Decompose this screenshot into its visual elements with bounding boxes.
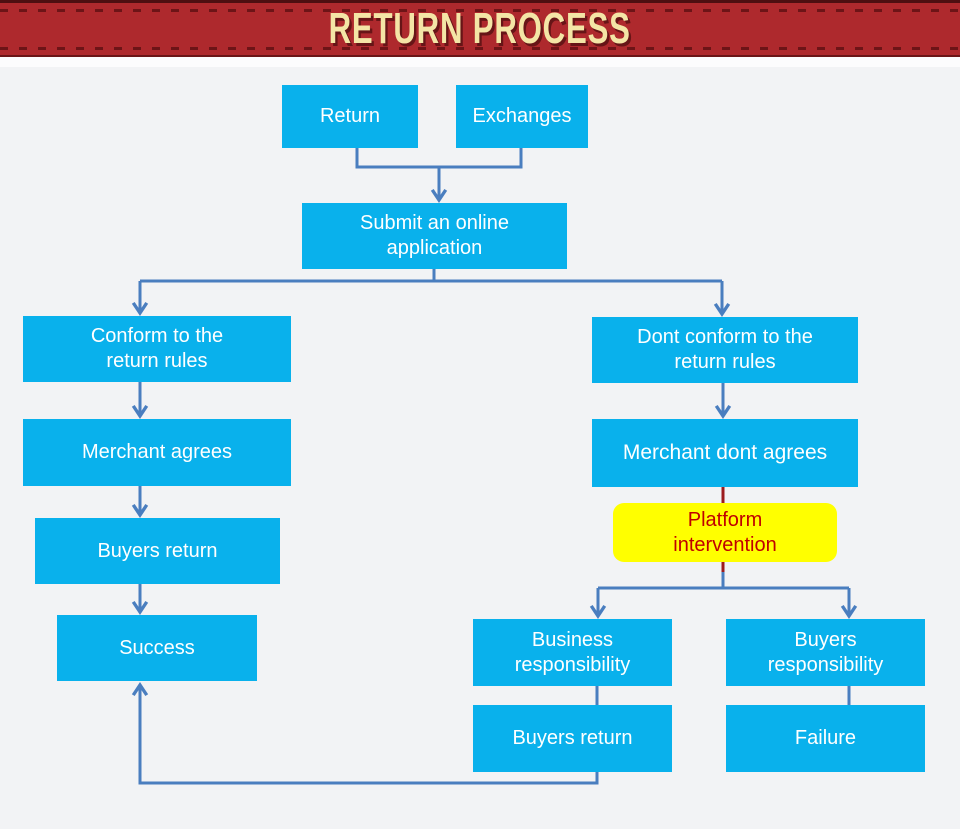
node-return: Return bbox=[282, 85, 418, 148]
node-buyers-return-bottom: Buyers return bbox=[473, 705, 672, 772]
node-exchanges: Exchanges bbox=[456, 85, 588, 148]
node-merchant-dont-agrees: Merchant dont agrees bbox=[592, 419, 858, 487]
node-conform-to-rules: Conform to the return rules bbox=[23, 316, 291, 382]
node-buyers-return-left: Buyers return bbox=[35, 518, 280, 584]
node-success: Success bbox=[57, 615, 257, 681]
node-merchant-agrees: Merchant agrees bbox=[23, 419, 291, 486]
node-buyers-responsibility: Buyers responsibility bbox=[726, 619, 925, 686]
header-banner: RETURN PROCESS bbox=[0, 0, 960, 57]
node-platform-intervention: Platform intervention bbox=[613, 503, 837, 562]
banner-dash-bottom bbox=[0, 47, 960, 50]
page-title: RETURN PROCESS bbox=[328, 4, 632, 53]
node-submit-application: Submit an online application bbox=[302, 203, 567, 269]
node-failure: Failure bbox=[726, 705, 925, 772]
connector-merge-bracket bbox=[355, 148, 523, 169]
banner-dash-top bbox=[0, 9, 960, 12]
node-dont-conform-to-rules: Dont conform to the return rules bbox=[592, 317, 858, 383]
node-business-responsibility: Business responsibility bbox=[473, 619, 672, 686]
banner-underline-band bbox=[0, 57, 960, 67]
